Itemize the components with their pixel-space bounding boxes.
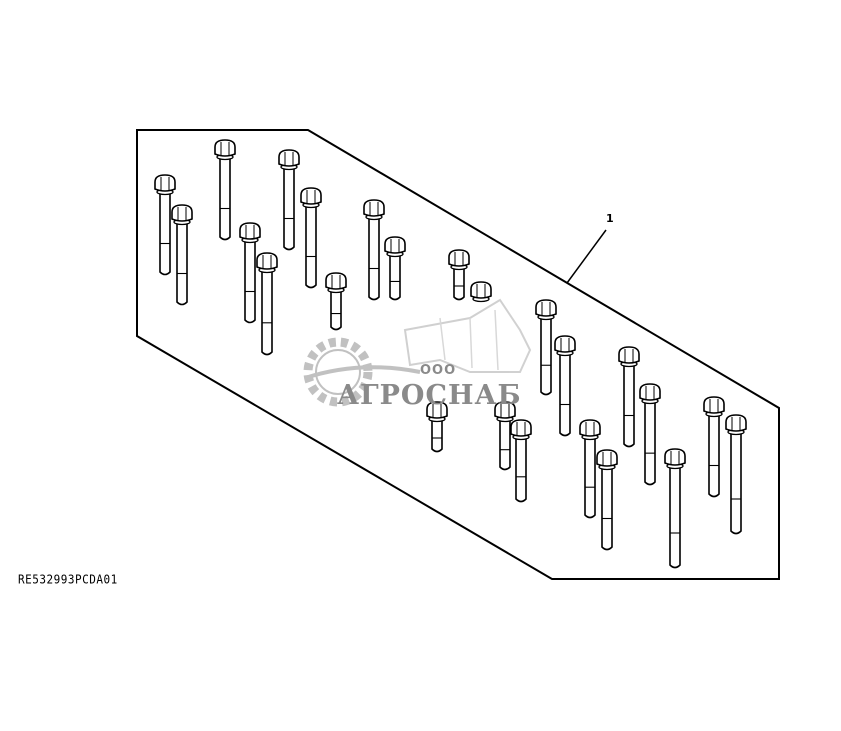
reference-code: RE532993PCDA01	[18, 572, 118, 587]
bolt	[325, 272, 347, 331]
bolt	[154, 174, 176, 276]
bolt	[214, 139, 236, 241]
bolt	[494, 401, 516, 471]
callout-leader-line	[566, 229, 607, 284]
bolt	[426, 401, 448, 453]
bolt	[256, 252, 278, 356]
bolt	[448, 249, 470, 301]
bolt	[239, 222, 261, 324]
bolt	[278, 149, 300, 251]
bolt	[554, 335, 576, 437]
gear-harvester-logo-icon	[303, 298, 532, 407]
bolt	[579, 419, 601, 519]
bolt	[596, 449, 618, 551]
bolt	[300, 187, 322, 289]
bolt	[384, 236, 406, 301]
kit-outline	[136, 129, 780, 580]
bolt	[171, 204, 193, 306]
bolt	[664, 448, 686, 569]
bolt	[510, 419, 532, 503]
bolt	[618, 346, 640, 448]
bolt	[535, 299, 557, 396]
watermark-prefix: ООО	[420, 363, 457, 378]
callout-label: 1	[606, 212, 614, 225]
watermark-name: АГРОСНАБ	[337, 380, 522, 411]
bolt	[725, 414, 747, 535]
bolt	[639, 383, 661, 486]
bolt	[470, 281, 492, 303]
bolt	[703, 396, 725, 498]
bolt	[363, 199, 385, 301]
bolt-group	[154, 139, 747, 569]
